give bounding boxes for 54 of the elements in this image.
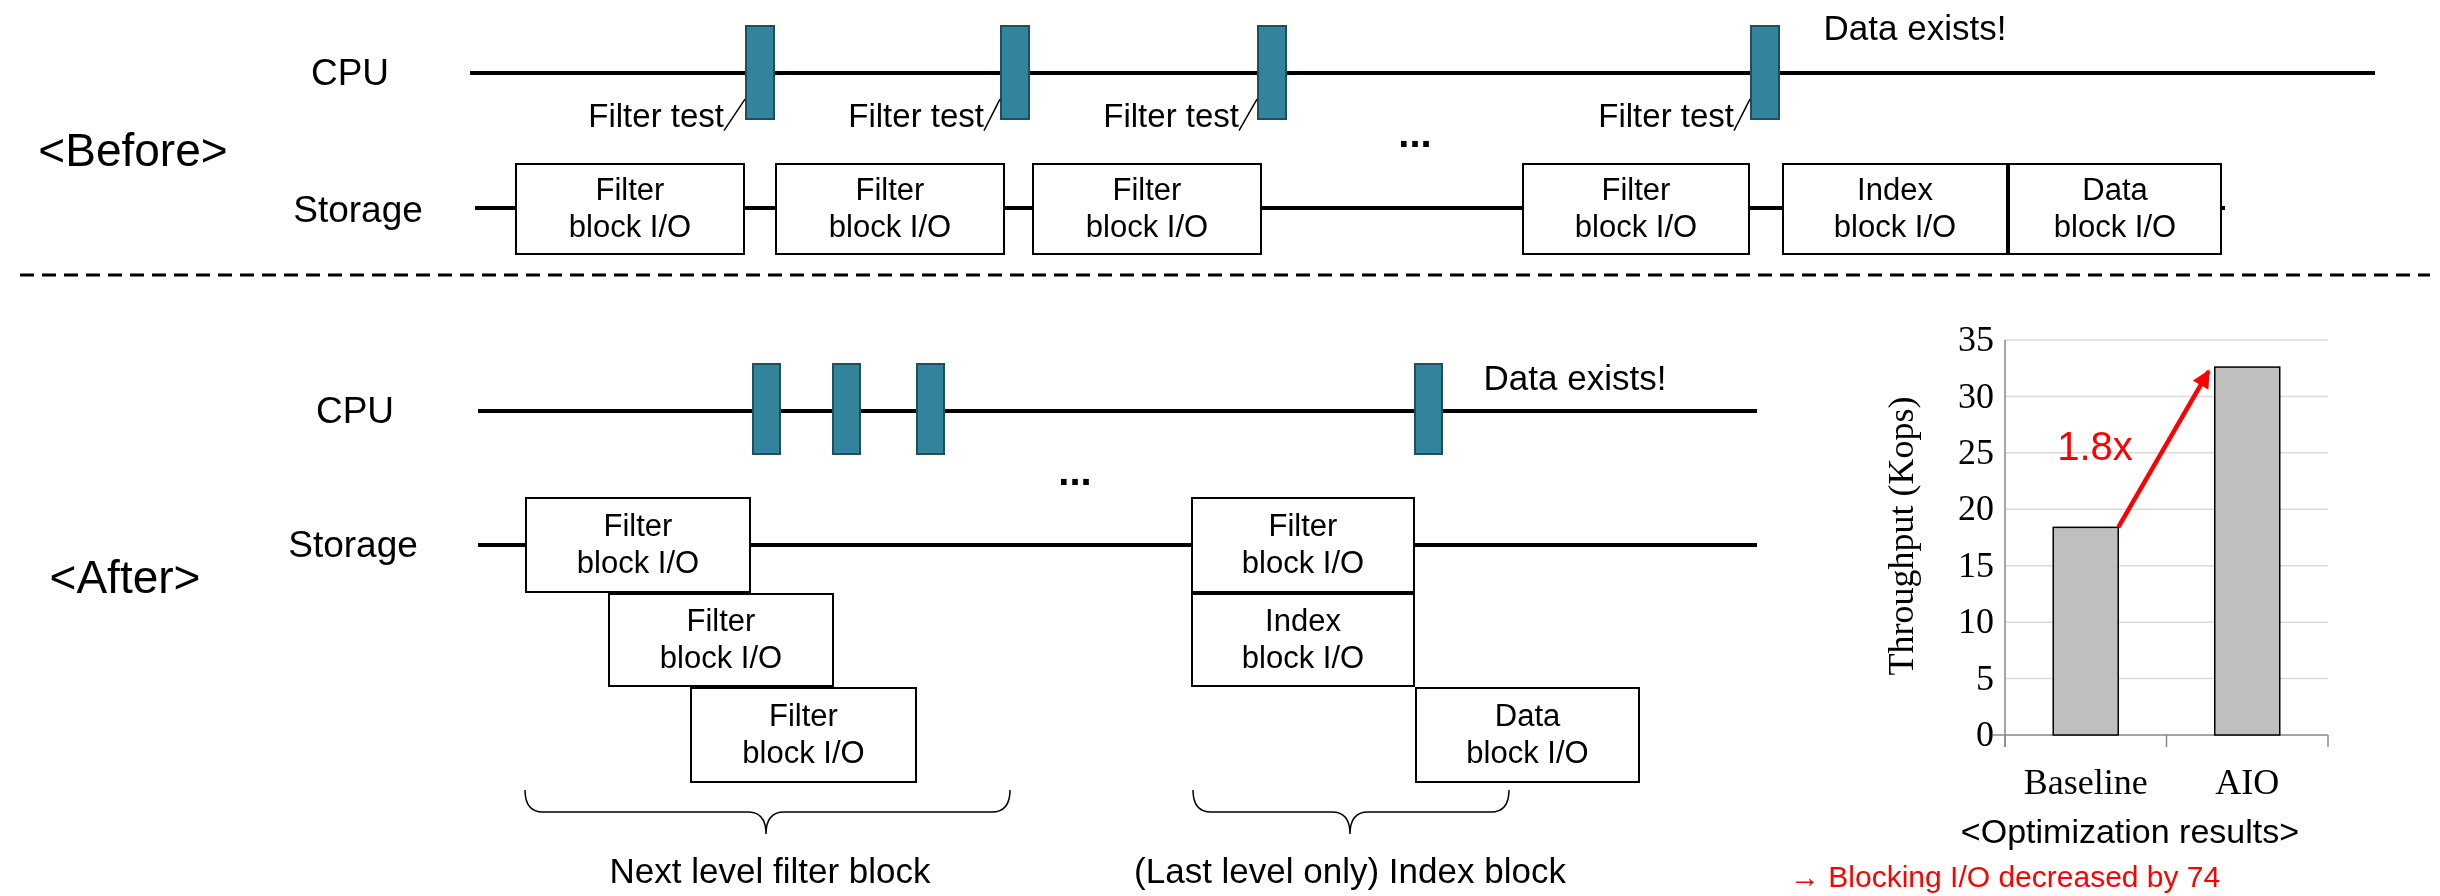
io-block: Filter block I/O — [608, 593, 834, 687]
task-label: Filter test — [1045, 95, 1239, 137]
io-block: Data block I/O — [1415, 687, 1640, 783]
brace-label: Next level filter block — [608, 849, 932, 892]
conclusion-note: → Blocking I/O decreased by 74 — [1790, 858, 2222, 895]
tick-label: 15 — [1957, 543, 1994, 587]
chart-title: <Optimization results> — [1959, 811, 2301, 853]
io-block: Filter block I/O — [690, 687, 917, 783]
io-block: Index block I/O — [1782, 163, 2008, 255]
io-block: Filter block I/O — [775, 163, 1005, 255]
cpu-task-bar — [832, 363, 861, 455]
task-label: Filter test — [530, 95, 724, 137]
category-label: Baseline — [2022, 761, 2149, 805]
cpu-task-bar — [745, 25, 775, 120]
leader-line — [1733, 98, 1751, 132]
leader-line — [983, 98, 1001, 132]
cpu-task-bar — [752, 363, 781, 455]
cpu-task-bar — [1414, 363, 1443, 455]
row-label: CPU — [309, 50, 391, 95]
io-block: Filter block I/O — [1032, 163, 1262, 255]
tick-label: 0 — [1975, 713, 1994, 757]
brace-label: (Last level only) Index block — [1133, 849, 1567, 892]
io-block: Filter block I/O — [515, 163, 745, 255]
ellipsis: ... — [1057, 448, 1093, 495]
leader-line — [723, 98, 746, 132]
row-label: CPU — [314, 388, 396, 433]
cpu-task-bar — [1257, 25, 1287, 120]
annotation-label: 1.8x — [2056, 423, 2134, 469]
io-block: Index block I/O — [1191, 593, 1415, 687]
cpu-task-bar — [1750, 25, 1780, 120]
annotation: Data exists! — [1482, 356, 1668, 399]
io-block: Filter block I/O — [1191, 497, 1415, 593]
cpu-task-bar — [916, 363, 945, 455]
section-title: <After> — [48, 549, 202, 605]
io-block: Data block I/O — [2008, 163, 2222, 255]
row-label: Storage — [292, 187, 424, 232]
tick-label: 20 — [1957, 487, 1994, 531]
tick-label: 30 — [1957, 374, 1994, 418]
tick-label: 25 — [1957, 431, 1994, 475]
ellipsis: ... — [1397, 110, 1433, 157]
io-block: Filter block I/O — [525, 497, 751, 593]
tick-label: 10 — [1957, 600, 1994, 644]
task-label: Filter test — [1540, 95, 1734, 137]
annotation: Data exists! — [1822, 6, 2008, 49]
io-block: Filter block I/O — [1522, 163, 1750, 255]
cpu-task-bar — [1000, 25, 1030, 120]
leader-line — [1238, 98, 1258, 132]
axis-title: Throughput (Kops) — [1880, 395, 1923, 678]
section-title: <Before> — [37, 122, 229, 178]
tick-label: 35 — [1957, 318, 1994, 362]
tick-label: 5 — [1975, 656, 1994, 700]
row-label: Storage — [287, 522, 419, 567]
task-label: Filter test — [790, 95, 984, 137]
category-label: AIO — [2214, 761, 2281, 805]
